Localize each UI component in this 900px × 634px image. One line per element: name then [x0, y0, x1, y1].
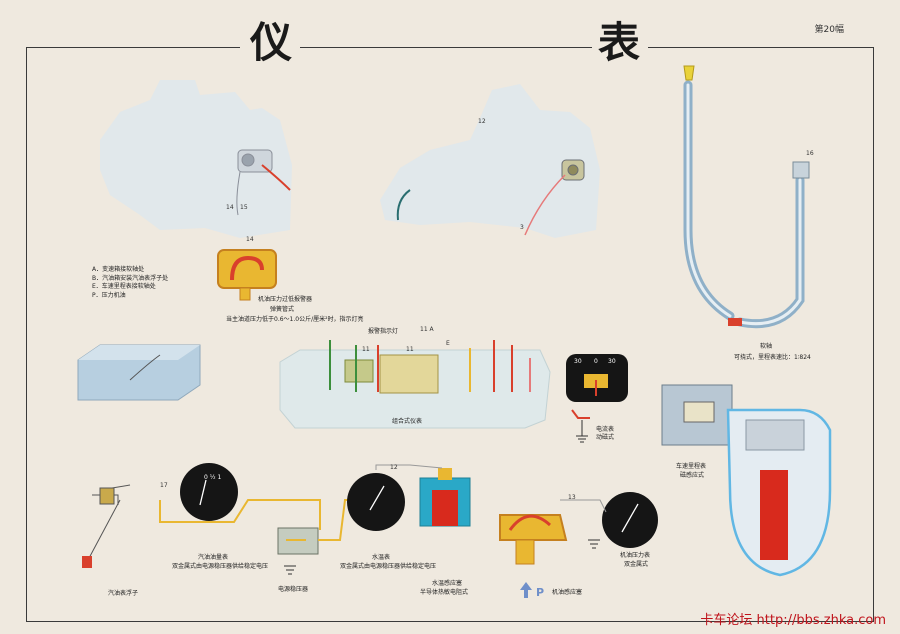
shaft-end-fittings — [683, 65, 810, 326]
temp-sensor-title: 水温感应塞 — [432, 580, 463, 587]
callout-e: E — [446, 340, 450, 347]
softshaft-label: 软轴 — [760, 343, 773, 350]
oil-pressure-sensor-icon — [499, 514, 568, 565]
callout-3: 3 — [520, 224, 524, 231]
legend-item-p: P．压力机油 — [92, 292, 126, 300]
cluster-label: 组合式仪表 — [392, 418, 423, 425]
ammeter-dial-icon — [566, 354, 628, 419]
cluster-connectors — [329, 340, 531, 392]
oil-pressure-gauge-title: 机油压力表 — [620, 552, 651, 559]
ground-symbol-regulator — [284, 565, 296, 575]
voltage-regulator-label: 电源稳压器 — [278, 586, 309, 593]
ground-symbol-ammeter — [576, 420, 588, 443]
ammeter-type: 动磁式 — [596, 434, 615, 441]
legend-item-e: E．车速里程表接软轴处 — [92, 283, 156, 291]
grey-wire-left — [236, 171, 241, 216]
ammeter-scale-mid: 0 — [594, 358, 598, 365]
fuel-gauge-dial-icon — [180, 463, 238, 521]
callout-11b: 11 — [362, 346, 370, 353]
speedometer-title: 车速里程表 — [676, 463, 707, 470]
temp-gauge-note: 双金属式由电源稳压器供给稳定电压 — [340, 563, 437, 570]
callout-12b: 12 — [390, 464, 398, 471]
voltage-regulator-icon — [277, 527, 319, 555]
title-char-1: 仪 — [250, 18, 293, 67]
diagram-frame — [26, 47, 874, 622]
red-wire-center — [524, 174, 566, 236]
red-wire-left — [261, 164, 291, 191]
legend-item-b: B．汽油箱安装汽油表浮子处 — [92, 274, 169, 282]
title-rule-left — [26, 47, 240, 48]
speedometer-assembly-icon — [661, 384, 733, 446]
green-tube-center — [396, 189, 411, 221]
flexible-shaft-icon — [683, 80, 805, 329]
ammeter-title: 电流表 — [596, 426, 615, 433]
title-rule-right — [648, 47, 874, 48]
diagram-legend: A．变速箱接软轴处 B．汽油箱安装汽油表浮子处 E．车速里程表接软轴处 P．压力… — [92, 266, 168, 301]
speedometer-type: 磁感应式 — [680, 472, 705, 479]
legend-item-a: A．变速箱接软轴处 — [92, 266, 145, 273]
callout-14b: 14 — [246, 236, 254, 243]
oil-pressure-gauge-dial-icon — [602, 492, 658, 548]
callout-17: 17 — [160, 482, 168, 489]
callout-12a: 12 — [478, 118, 486, 125]
callout-11c: 11 — [406, 346, 414, 353]
wire-temp — [375, 464, 443, 470]
callout-13: 13 — [568, 494, 576, 501]
forum-watermark: 卡车论坛 http://bbs.zhka.com — [700, 613, 886, 628]
instrument-cluster-icon — [279, 349, 551, 429]
softshaft-note: 可挠式，里程表速比：1∶824 — [734, 354, 811, 361]
oil-warning-title: 机油压力过低报警器 — [258, 296, 313, 303]
fuel-float-icon — [82, 556, 92, 568]
pressure-arrow-icon — [520, 582, 532, 598]
engine-sensor-center — [561, 159, 585, 181]
title-char-2: 表 — [598, 18, 641, 67]
callout-11a: 11 A — [420, 326, 434, 333]
ammeter-scale-right: 30 — [608, 358, 616, 365]
engine-silhouette-left-icon — [100, 80, 292, 238]
temp-sensor-note: 半导体热敏电阻式 — [420, 589, 469, 596]
wire-oil-pressure — [560, 499, 607, 513]
temperature-sensor-icon — [419, 468, 471, 527]
fuel-scale: 0 ½ 1 — [204, 474, 222, 481]
ammeter-scale-left: 30 — [574, 358, 582, 365]
warning-light-label: 报警指示灯 — [368, 328, 399, 335]
temperature-gauge-dial-icon — [347, 473, 405, 531]
callout-14: 14 — [226, 204, 234, 211]
oil-warning-type: 弹簧管式 — [270, 306, 295, 313]
oil-warning-note: 当主油道压力低于0.6～1.0公斤/厘米²时，指示灯亮 — [226, 316, 364, 323]
fuel-tank-icon — [77, 344, 201, 401]
temp-gauge-title: 水温表 — [372, 554, 391, 561]
float-label: 汽油表浮子 — [108, 590, 139, 597]
oil-pressure-sensor-label: 机油感应塞 — [552, 589, 583, 596]
callout-15: 15 — [240, 204, 248, 211]
fuel-gauge-title: 汽油油量表 — [198, 554, 229, 561]
fuel-float-assembly — [87, 484, 131, 561]
title-rule-middle — [300, 47, 592, 48]
ground-symbol-oil-pressure — [588, 539, 600, 549]
callout-16: 16 — [806, 150, 814, 157]
p-marker: P — [536, 586, 545, 599]
oil-warning-sensor-icon — [217, 249, 277, 301]
sheet-number: 第20幅 — [814, 25, 844, 35]
oil-pressure-gauge-type: 双金属式 — [624, 561, 649, 568]
yellow-wire-fuel — [159, 499, 321, 530]
fuel-gauge-note: 双金属式由电源稳压器供给稳定电压 — [172, 563, 269, 570]
speedometer-cutaway-icon — [726, 408, 832, 577]
